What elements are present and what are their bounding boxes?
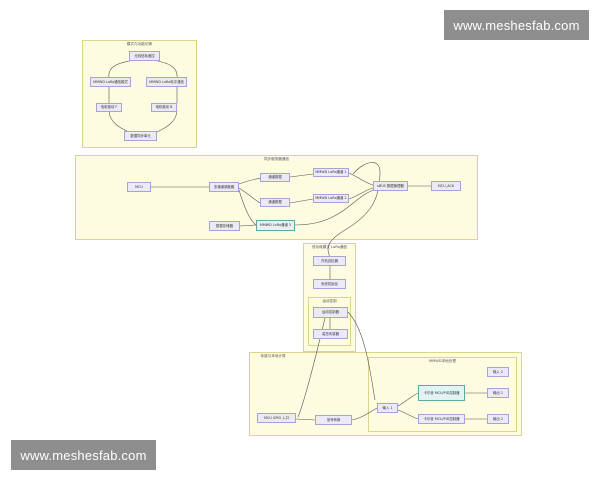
node-mcu: MCU xyxy=(127,182,151,192)
cluster-mode-switch-title: 模式与功能切换 xyxy=(126,42,153,46)
node-lora-channel-1: MMWD LoRa通道 1 xyxy=(313,168,349,177)
node-sbus-manager: sBUS 数据管理器 xyxy=(373,181,408,191)
cluster-motion-title: 运动控制 xyxy=(322,299,337,303)
watermark-top: www.meshesfab.com xyxy=(444,10,589,40)
node-mcu-gpio: MCU GPIO 入口 xyxy=(257,413,296,423)
node-lora-mode: MMWD LoRa通信模式 xyxy=(90,77,131,87)
node-motor-f: 电机驱动 F xyxy=(96,103,122,112)
node-input-2: 输入 2 xyxy=(487,367,509,377)
node-kalman-pid-1: 卡尔曼 MCU/PID控制器 xyxy=(418,385,465,401)
node-lora-channel-3: MMWD LoRa通道 3 xyxy=(256,220,295,231)
cluster-lora-title: 低功耗模式 LoRa通信 xyxy=(311,245,348,249)
watermark-bottom: www.meshesfab.com xyxy=(11,440,156,470)
cluster-local-processing-title: MMWD本地处理 xyxy=(429,359,456,363)
node-signal-convert: 信号转换 xyxy=(315,415,352,425)
node-motor-b: 电机驱动 B xyxy=(151,103,177,112)
node-output-1: 输出 1 xyxy=(487,388,509,398)
node-system-init: 系统初始化 xyxy=(313,279,346,289)
node-attitude-sensor: 姿态传感器 xyxy=(313,329,348,339)
node-mcu-ack: MCU_ACK xyxy=(431,181,461,191)
node-channel-data-1: 通道数据 xyxy=(260,173,290,182)
cluster-sensing-title: 传感与本地计算 xyxy=(260,354,286,358)
node-power-on-check: 开机自检器 xyxy=(313,256,346,266)
node-lora-level: MMWD LoRa电平通信 xyxy=(146,77,187,87)
node-kalman-pid-2: 卡尔曼 MCU/PID控制器 xyxy=(418,414,465,424)
node-lora-channel-2: MMWD LoRa通道 2 xyxy=(313,194,349,203)
node-data-store: 数据存储器 xyxy=(209,221,240,231)
node-scheduler: 多通道调度器 xyxy=(209,182,239,192)
node-input-1: 输入 1 xyxy=(377,403,398,413)
node-data-sync: 数据同步单元 xyxy=(124,131,157,141)
node-channel-data-2: 通道数据 xyxy=(260,198,290,207)
cluster-server-sync-title: 同步服务器通信 xyxy=(263,157,290,161)
node-output-2: 输出 2 xyxy=(487,414,509,424)
node-motion-controller: 运动控制器 xyxy=(313,307,348,318)
node-wireless-beacon: 无线信标遥控 xyxy=(129,51,160,61)
